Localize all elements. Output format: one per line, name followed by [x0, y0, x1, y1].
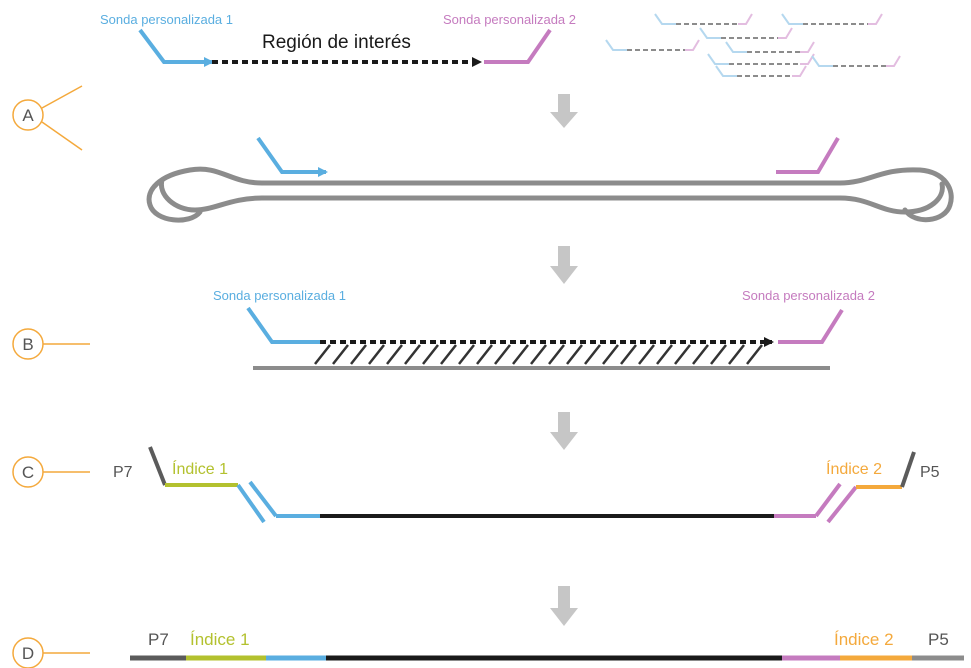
extension-ligation: Sonda personalizada 1 Sonda personalizad…	[213, 288, 875, 370]
probe1-b	[246, 306, 320, 344]
index-pcr: P7 Índice 1 Índice 2 P5	[113, 446, 940, 524]
genomic-dna	[146, 166, 954, 223]
p7-label-c: P7	[113, 464, 133, 481]
probe2-top-label: Sonda personalizada 2	[443, 12, 576, 27]
step-marker-b-letter: B	[22, 335, 33, 354]
probe2-top	[484, 28, 552, 64]
index1-label-c: Índice 1	[172, 459, 228, 478]
index2-label-d: Índice 2	[834, 630, 894, 649]
probe1-top	[138, 28, 214, 67]
step-marker-d: D	[12, 637, 90, 668]
p5-segment-c	[900, 451, 916, 488]
primer2-tail-c	[826, 485, 858, 524]
step-arrow-1	[550, 94, 578, 128]
probe2-hybridized	[776, 136, 840, 174]
p5-label-d: P5	[928, 630, 949, 649]
probe2-strand-c	[814, 482, 842, 518]
step-arrow-2	[550, 246, 578, 284]
final-library: P7 Índice 1 Índice 2 P5	[130, 630, 964, 661]
hatch-lines	[314, 344, 763, 365]
step-arrow-4	[550, 586, 578, 626]
p7-label-d: P7	[148, 630, 169, 649]
step-marker-c: C	[12, 456, 90, 488]
step-marker-a-letter: A	[22, 106, 34, 125]
p5-label-c: P5	[920, 464, 940, 481]
p7-segment-c	[148, 446, 167, 486]
probe2-b	[778, 308, 844, 344]
probe1-strand-c	[248, 480, 278, 518]
index2-label-c: Índice 2	[826, 459, 882, 478]
primer1-tail-c	[236, 483, 266, 524]
probe-design: Sonda personalizada 1 Sonda personalizad…	[100, 12, 576, 67]
region-of-interest-label: Región de interés	[262, 32, 411, 53]
step-marker-d-letter: D	[22, 644, 34, 663]
step-marker-c-letter: C	[22, 463, 34, 482]
index1-label-d: Índice 1	[190, 630, 250, 649]
step-marker-a: A	[12, 85, 83, 151]
step-arrow-3	[550, 412, 578, 450]
probe2-b-label: Sonda personalizada 2	[742, 288, 875, 303]
step-marker-b: B	[12, 328, 90, 360]
probe-pool	[605, 13, 901, 77]
probe1-hybridized	[256, 136, 328, 177]
probe1-top-label: Sonda personalizada 1	[100, 12, 233, 27]
probe1-b-label: Sonda personalizada 1	[213, 288, 346, 303]
